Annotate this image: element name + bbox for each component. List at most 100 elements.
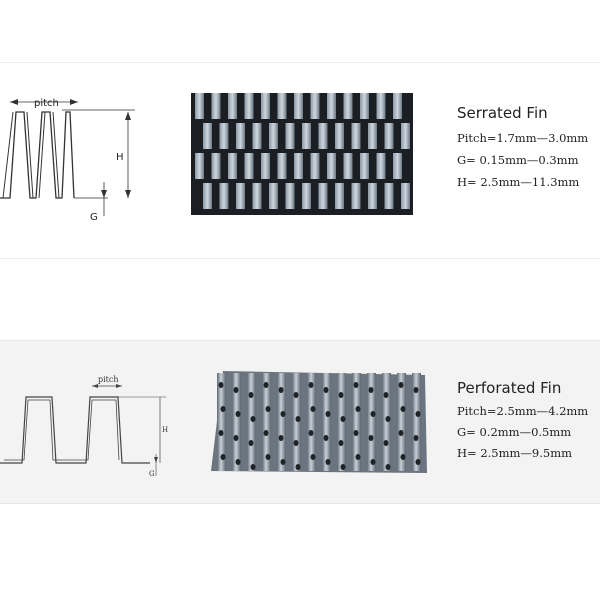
perforation-hole bbox=[218, 430, 224, 436]
serrated-fin-segment bbox=[310, 153, 320, 179]
serrated-fin-segment bbox=[269, 183, 278, 209]
serrated-h-spec: H= 2.5mm—11.3mm bbox=[457, 175, 580, 189]
perforation-hole bbox=[220, 406, 226, 412]
serrated-fin-segment bbox=[211, 93, 221, 119]
serrated-fin-segment bbox=[360, 153, 369, 179]
serrated-fin-diagram: pitch H G bbox=[0, 98, 135, 223]
perforation-hole bbox=[263, 382, 269, 388]
serrated-pitch-spec: Pitch=1.7mm—3.0mm bbox=[457, 131, 589, 145]
perforation-hole bbox=[248, 440, 254, 446]
perforated-fin-rib bbox=[382, 373, 391, 471]
perforation-hole bbox=[325, 411, 331, 417]
serrated-fin-segment bbox=[335, 123, 344, 149]
perforation-hole bbox=[398, 430, 404, 436]
serrated-fin-title: Serrated Fin bbox=[457, 104, 548, 122]
serrated-fin-segment bbox=[393, 93, 402, 119]
perforated-fin-rib bbox=[217, 373, 226, 471]
perforation-hole bbox=[278, 435, 284, 441]
perforation-hole bbox=[250, 464, 256, 470]
perforated-g-spec: G= 0.2mm—0.5mm bbox=[457, 425, 572, 439]
perforation-hole bbox=[278, 387, 284, 393]
perforation-hole bbox=[220, 454, 226, 460]
perforated-h-spec: H= 2.5mm—9.5mm bbox=[457, 446, 573, 460]
serrated-fin-segment bbox=[376, 93, 386, 119]
serrated-fin-segment bbox=[343, 153, 353, 179]
perforation-hole bbox=[310, 454, 316, 460]
serrated-fin-segment bbox=[368, 183, 377, 209]
perforation-hole bbox=[400, 406, 406, 412]
serrated-fin-segment bbox=[261, 153, 270, 179]
perforation-hole bbox=[280, 459, 286, 465]
perforated-pitch-spec: Pitch=2.5mm—4.2mm bbox=[457, 404, 589, 418]
perforation-hole bbox=[340, 416, 346, 422]
serrated-fin-segment bbox=[302, 123, 311, 149]
serrated-fin-segment bbox=[401, 183, 410, 209]
perforated-fin-rib bbox=[247, 373, 256, 471]
serrated-fin-segment bbox=[203, 123, 212, 149]
perforation-hole bbox=[415, 411, 421, 417]
perforation-hole bbox=[353, 430, 359, 436]
serrated-pitch-label: pitch bbox=[34, 98, 59, 109]
serrated-fin-segment bbox=[285, 183, 295, 209]
perforation-hole bbox=[413, 387, 419, 393]
perforated-fin-rib bbox=[397, 373, 406, 471]
serrated-fin-segment bbox=[211, 153, 221, 179]
perforation-hole bbox=[383, 440, 389, 446]
serrated-fin-segment bbox=[228, 93, 237, 119]
serrated-fin-segment bbox=[269, 123, 278, 149]
perforated-fin-rib bbox=[352, 373, 361, 471]
serrated-fin-segment bbox=[343, 93, 353, 119]
perforated-fin-rib bbox=[412, 373, 421, 471]
perforation-hole bbox=[310, 406, 316, 412]
perforation-hole bbox=[308, 382, 314, 388]
serrated-fin-segment bbox=[384, 123, 394, 149]
serrated-fin-segment bbox=[228, 153, 237, 179]
serrated-g-spec: G= 0.15mm—0.3mm bbox=[457, 153, 579, 167]
serrated-fin-segment bbox=[327, 153, 336, 179]
serrated-fin-segment bbox=[368, 123, 377, 149]
serrated-fin-segment bbox=[277, 93, 287, 119]
serrated-fin-segment bbox=[318, 123, 328, 149]
perforation-hole bbox=[340, 464, 346, 470]
perforation-hole bbox=[235, 459, 241, 465]
serrated-fin-segment bbox=[219, 123, 229, 149]
perforation-hole bbox=[415, 459, 421, 465]
perforation-hole bbox=[353, 382, 359, 388]
perforation-hole bbox=[218, 382, 224, 388]
perforation-hole bbox=[323, 435, 329, 441]
perforated-h-label: H bbox=[162, 426, 168, 434]
perforated-fin-rib bbox=[262, 373, 271, 471]
serrated-fin-segment bbox=[393, 153, 402, 179]
perforation-hole bbox=[265, 406, 271, 412]
perforation-hole bbox=[250, 416, 256, 422]
perforation-hole bbox=[235, 411, 241, 417]
serrated-fin-segment bbox=[294, 153, 303, 179]
perforation-hole bbox=[265, 454, 271, 460]
perforation-hole bbox=[325, 459, 331, 465]
serrated-fin-segment bbox=[327, 93, 336, 119]
serrated-fin-segment bbox=[244, 93, 254, 119]
serrated-fin-segment bbox=[195, 93, 204, 119]
perforation-hole bbox=[233, 435, 239, 441]
perforation-hole bbox=[385, 464, 391, 470]
serrated-fin-segment bbox=[302, 183, 311, 209]
perforation-hole bbox=[295, 464, 301, 470]
serrated-fin-segment bbox=[219, 183, 229, 209]
perforated-fin-rib bbox=[367, 373, 376, 471]
perforated-fin-rib bbox=[292, 373, 301, 471]
serrated-fin-segment bbox=[261, 93, 270, 119]
perforated-g-label: G bbox=[149, 470, 155, 478]
perforation-hole bbox=[293, 440, 299, 446]
perforation-hole bbox=[338, 440, 344, 446]
serrated-fin-segment bbox=[252, 183, 262, 209]
perforation-hole bbox=[413, 435, 419, 441]
serrated-fin-segment bbox=[310, 93, 320, 119]
serrated-fin-segment bbox=[351, 123, 361, 149]
serrated-fin-segment bbox=[236, 123, 245, 149]
perforated-fin-rib bbox=[232, 373, 241, 471]
perforation-hole bbox=[368, 435, 374, 441]
perforated-fin-rib bbox=[337, 373, 346, 471]
serrated-fin-segment bbox=[376, 153, 386, 179]
serrated-fin-segment bbox=[285, 123, 295, 149]
perforation-hole bbox=[370, 459, 376, 465]
